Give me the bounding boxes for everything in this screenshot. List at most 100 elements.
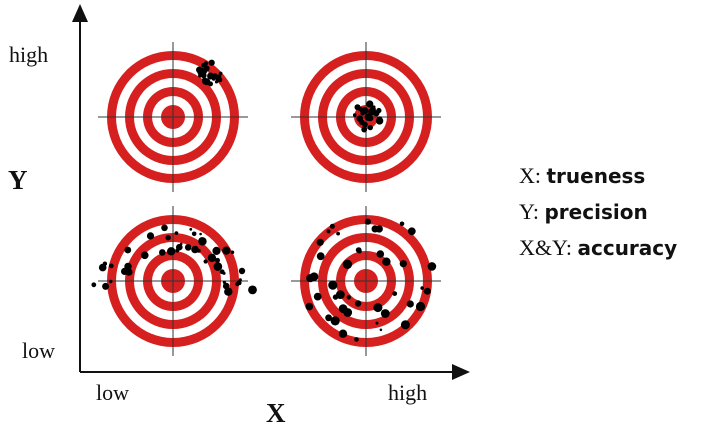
legend-row-accuracy: X&Y: accuracy bbox=[519, 230, 677, 266]
shot-dot bbox=[415, 301, 426, 312]
shot-dot bbox=[380, 309, 390, 318]
shot-dot bbox=[360, 111, 365, 116]
shot-dot bbox=[222, 246, 231, 255]
shot-dot bbox=[238, 278, 242, 282]
shot-dot bbox=[201, 68, 208, 75]
shot-dot bbox=[198, 237, 206, 245]
shot-dot bbox=[399, 221, 405, 227]
shot-dot bbox=[146, 232, 155, 240]
shot-dot bbox=[207, 253, 217, 263]
shot-dot bbox=[141, 251, 149, 260]
shot-dot bbox=[336, 290, 345, 299]
shot-dot bbox=[124, 262, 132, 271]
shot-dot bbox=[325, 314, 332, 322]
shot-dot bbox=[342, 259, 353, 269]
shot-dot bbox=[336, 231, 340, 236]
shot-dot bbox=[203, 78, 211, 86]
shot-dot bbox=[332, 318, 338, 325]
target-low-trueness-high-precision bbox=[98, 42, 248, 192]
shot-dot bbox=[124, 246, 132, 254]
shot-dot bbox=[377, 116, 383, 122]
legend-row-trueness: X: trueness bbox=[519, 158, 677, 194]
shot-dot bbox=[102, 261, 108, 266]
shot-dot bbox=[338, 329, 348, 338]
shot-dot bbox=[313, 292, 322, 301]
shot-dot bbox=[91, 282, 97, 288]
shot-dot bbox=[372, 105, 376, 109]
shot-dot bbox=[356, 115, 364, 122]
shot-dot bbox=[407, 227, 416, 236]
shot-dot bbox=[367, 115, 374, 122]
shot-dot bbox=[196, 66, 203, 74]
shot-dot bbox=[305, 302, 314, 311]
shot-dot bbox=[376, 250, 385, 258]
shot-dot bbox=[184, 244, 192, 251]
y-axis-title: Y bbox=[8, 165, 28, 195]
shot-dot bbox=[222, 282, 230, 290]
shot-dot bbox=[328, 280, 338, 290]
target-high-trueness-high-precision bbox=[291, 42, 441, 192]
shot-dot bbox=[375, 321, 379, 325]
shot-dot bbox=[329, 223, 335, 229]
legend-term: accuracy bbox=[577, 236, 678, 260]
shot-dot bbox=[201, 63, 206, 68]
targets-layer bbox=[91, 42, 441, 356]
shot-dot bbox=[167, 247, 176, 256]
shot-dot bbox=[406, 300, 414, 308]
shot-dot bbox=[224, 287, 233, 296]
shot-dot bbox=[343, 308, 353, 317]
shot-dot bbox=[354, 104, 361, 111]
x-high-label: high bbox=[388, 380, 428, 405]
shot-dot bbox=[199, 232, 202, 236]
x-low-label: low bbox=[96, 380, 129, 405]
shot-dot bbox=[212, 73, 218, 79]
legend-row-precision: Y: precision bbox=[519, 194, 677, 230]
shot-dot bbox=[353, 113, 357, 118]
shot-dot bbox=[306, 274, 315, 283]
shot-dot bbox=[371, 225, 379, 233]
shot-dot bbox=[354, 337, 359, 342]
shot-dot bbox=[361, 126, 368, 133]
shot-dot bbox=[373, 303, 383, 313]
shot-dot bbox=[332, 294, 339, 300]
shot-dot bbox=[366, 100, 374, 108]
legend-key: Y: bbox=[519, 199, 539, 224]
shot-dot bbox=[316, 238, 324, 246]
y-high-label: high bbox=[9, 42, 49, 67]
legend-term: precision bbox=[544, 200, 648, 224]
shot-dot bbox=[400, 320, 410, 330]
shot-dot bbox=[191, 231, 197, 237]
shot-dot bbox=[326, 229, 331, 234]
legend-term: trueness bbox=[546, 164, 646, 188]
shot-dot bbox=[427, 262, 437, 271]
shot-dot bbox=[346, 295, 351, 300]
shot-dot bbox=[102, 282, 110, 290]
shot-dot bbox=[165, 235, 171, 241]
shot-dot bbox=[230, 250, 235, 255]
shot-dot bbox=[423, 288, 429, 294]
shot-dot bbox=[376, 107, 382, 114]
shot-dot bbox=[208, 59, 215, 66]
shot-dot bbox=[174, 231, 179, 236]
shot-dot bbox=[382, 257, 391, 266]
y-low-label: low bbox=[22, 338, 55, 363]
shot-dot bbox=[235, 282, 240, 287]
shot-dot bbox=[108, 263, 114, 269]
shot-dot bbox=[159, 249, 166, 256]
x-axis-title: X bbox=[266, 398, 286, 428]
shot-dot bbox=[364, 218, 371, 225]
legend: X: trueness Y: precision X&Y: accuracy bbox=[519, 158, 677, 266]
shot-dot bbox=[125, 268, 133, 276]
shot-dot bbox=[189, 227, 193, 231]
shot-dot bbox=[109, 279, 113, 284]
shot-dot bbox=[354, 300, 362, 307]
shot-dot bbox=[248, 285, 257, 295]
shot-dot bbox=[215, 257, 220, 263]
shot-dot bbox=[316, 252, 325, 261]
shot-dot bbox=[217, 77, 223, 83]
shot-dot bbox=[212, 246, 221, 255]
shot-dot bbox=[213, 262, 223, 271]
shot-dot bbox=[238, 267, 246, 275]
shot-dot bbox=[211, 77, 216, 81]
